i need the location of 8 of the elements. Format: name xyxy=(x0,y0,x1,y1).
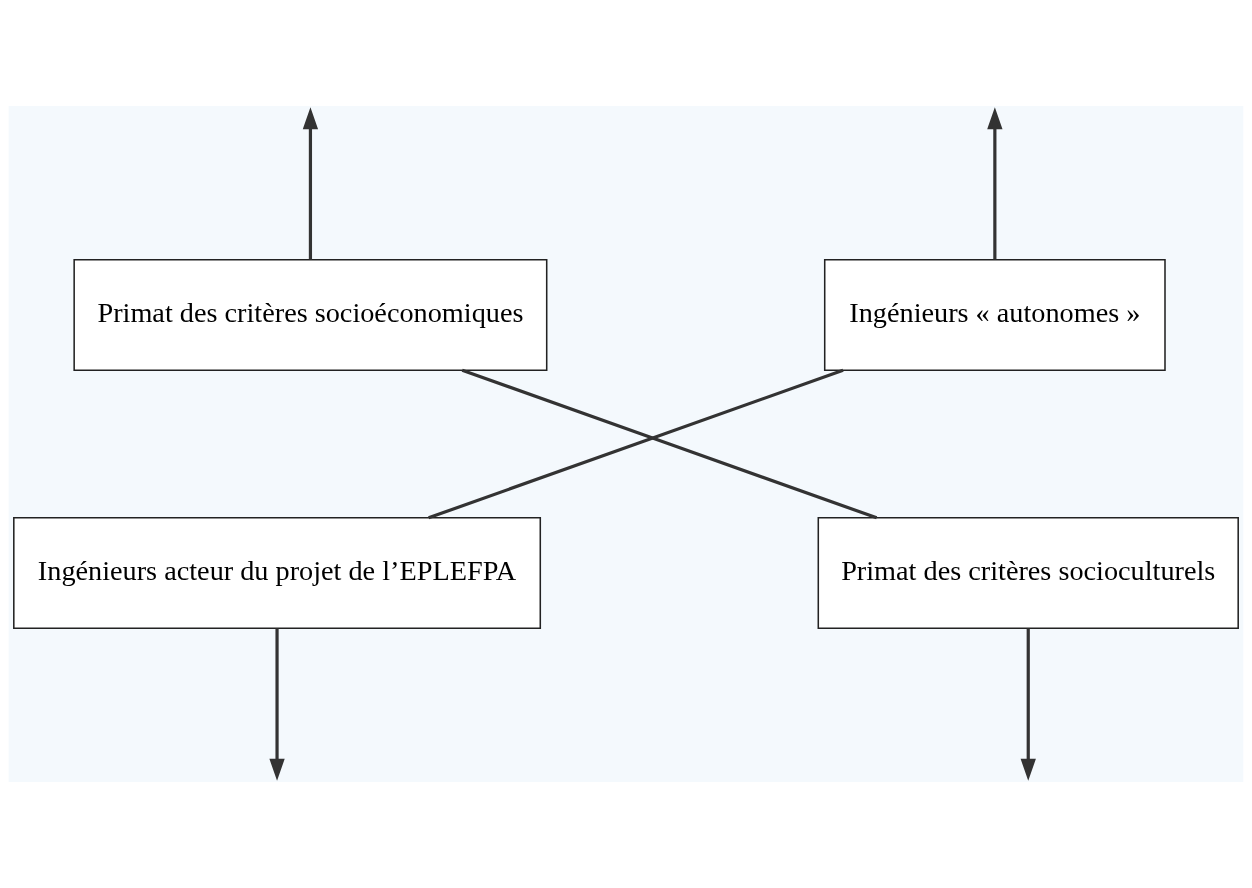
arrow xyxy=(269,628,285,781)
arrow xyxy=(987,107,1003,260)
node-box: Primat des critères socioéconomiques xyxy=(73,258,548,371)
arrow xyxy=(302,107,319,260)
node-box: Ingénieurs acteur du projet de l’EPLEFPA xyxy=(13,517,542,630)
node-box: Ingénieurs « autonomes » xyxy=(823,258,1166,371)
node-box: Primat des critères socioculturels xyxy=(817,517,1239,630)
arrow xyxy=(1020,628,1036,781)
